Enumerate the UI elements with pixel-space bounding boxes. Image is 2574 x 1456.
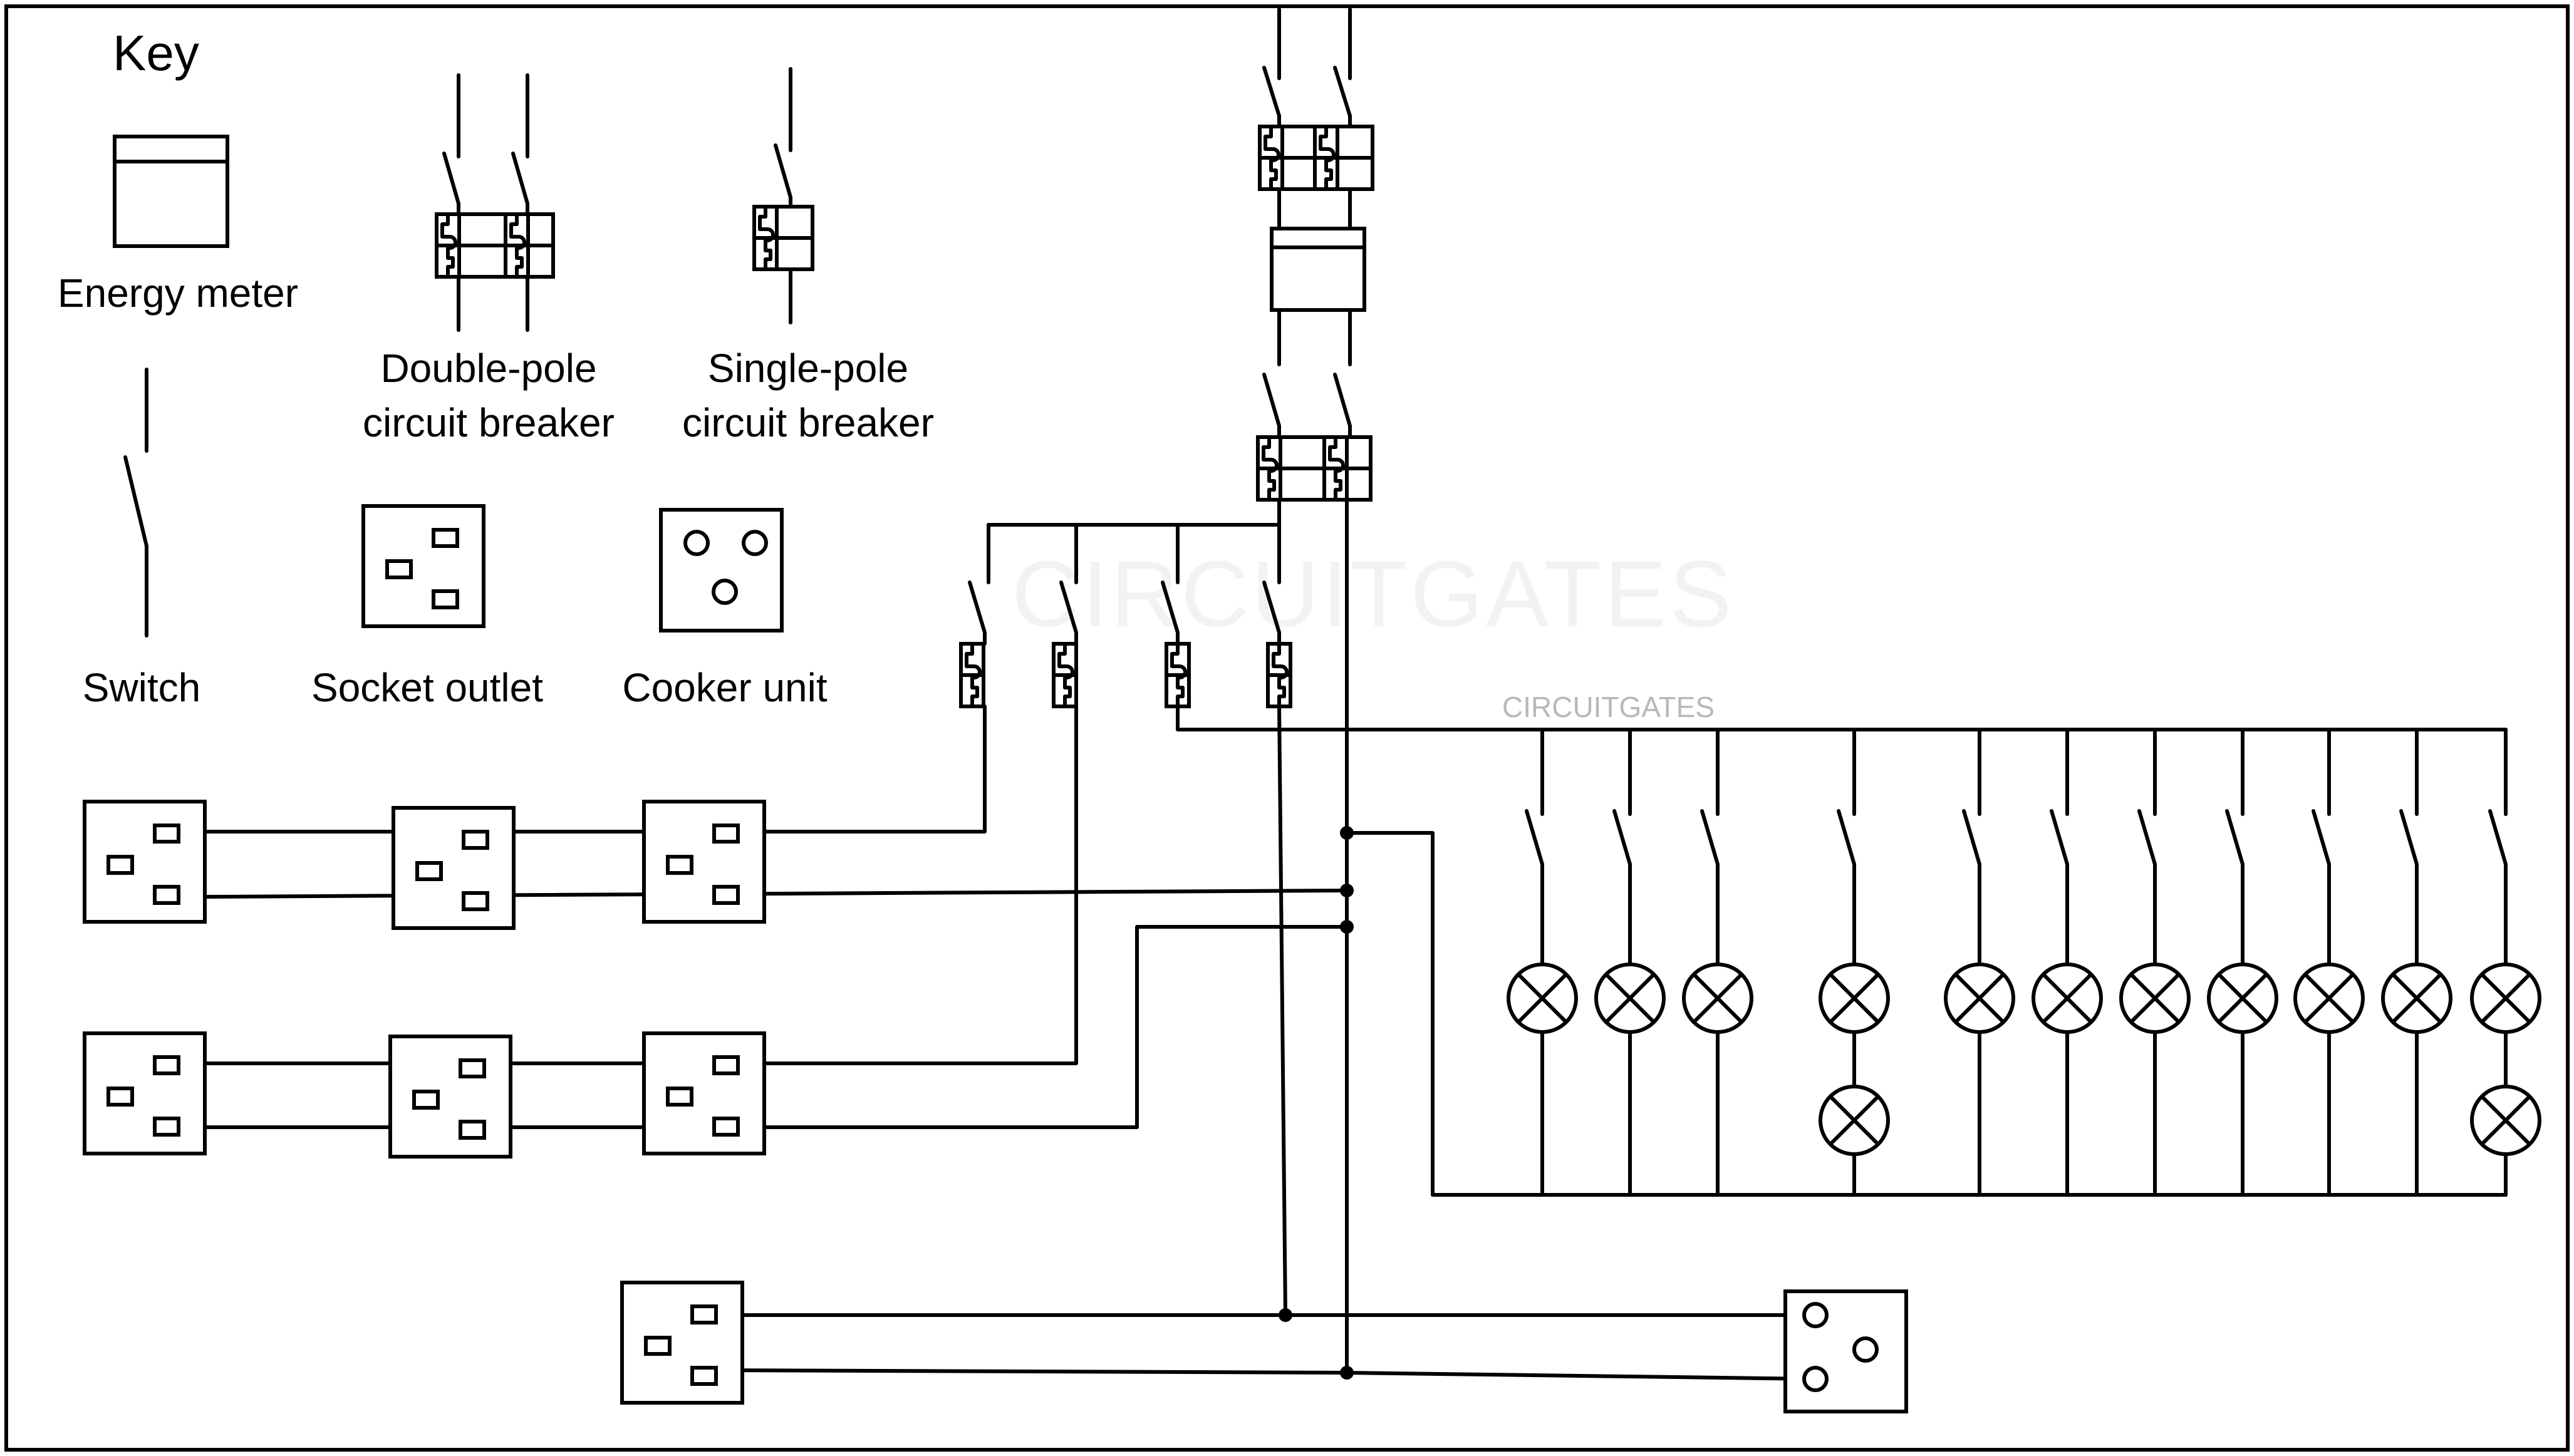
lighting-switch [1525, 809, 1544, 866]
energy-meter-symbol [113, 135, 229, 248]
lamp [2472, 964, 2540, 1032]
lighting-switch [2399, 809, 2419, 866]
lighting-switch [2225, 809, 2244, 866]
ring2-socket-2 [390, 1036, 511, 1157]
single-pole-label-line2: circuit breaker [682, 400, 934, 445]
energy-meter [1270, 227, 1366, 312]
ring1-socket-2 [393, 808, 514, 928]
lamp [2295, 964, 2363, 1032]
double-pole-breaker-symbol [435, 73, 555, 332]
ring1-socket-1 [85, 802, 205, 922]
cooker-unit-label: Cooker unit [622, 665, 828, 710]
lamp [2033, 964, 2101, 1032]
socket-outlet-symbol [363, 506, 484, 626]
lighting-switch [2137, 809, 2157, 866]
junction-dot [1340, 826, 1354, 840]
lamp [1820, 964, 1888, 1032]
junction-dot [1340, 1366, 1354, 1380]
watermark-large: CIRCUITGATES [1012, 541, 1735, 646]
switch-label: Switch [83, 665, 201, 710]
main-double-pole-breaker [1256, 435, 1373, 502]
lamp [2472, 1087, 2540, 1154]
branch-breaker-ring-1 [961, 644, 983, 706]
ring2-socket-1 [85, 1033, 205, 1154]
lamp [2209, 964, 2276, 1032]
lighting-switch [2050, 809, 2069, 866]
socket-outlet-label: Socket outlet [311, 665, 543, 710]
lighting-switch [1962, 809, 1981, 866]
lamp [1946, 964, 2013, 1032]
lamp [2121, 964, 2189, 1032]
ring1-socket-3 [644, 802, 764, 922]
junction-dot [1340, 884, 1354, 897]
lighting-switch [2488, 809, 2508, 866]
ring2-socket-3 [644, 1033, 764, 1154]
lamp [1508, 964, 1576, 1032]
lamp [1596, 964, 1664, 1032]
lighting-circuit [1431, 728, 2540, 1197]
lighting-switch [1837, 809, 1856, 866]
junction-dot [1279, 1308, 1292, 1322]
double-pole-label-line2: circuit breaker [363, 400, 615, 445]
branch-breaker-ring-2 [1054, 644, 1076, 706]
lamp [2383, 964, 2451, 1032]
double-pole-label-line1: Double-pole [380, 346, 596, 391]
cooker-unit [1783, 1289, 1908, 1413]
branch-breaker-cooker [1268, 644, 1290, 706]
lighting-switch [1612, 809, 1632, 866]
cooker-unit-symbol [659, 508, 784, 632]
lamp [1684, 964, 1751, 1032]
lighting-switch [1700, 809, 1720, 866]
key-legend: Key Energy meter Double-pole circuit bre… [58, 25, 934, 710]
single-pole-breaker-symbol [752, 67, 814, 324]
lamp [1820, 1087, 1888, 1154]
incoming-double-pole-breaker [1258, 125, 1374, 191]
single-pole-label-line1: Single-pole [708, 346, 908, 391]
watermark-small: CIRCUITGATES [1502, 691, 1715, 723]
cooker-circuit-socket [622, 1283, 742, 1403]
switch-symbol [123, 368, 148, 638]
lighting-switch [2312, 809, 2331, 866]
branch-breaker-lighting [1166, 644, 1189, 706]
energy-meter-label: Energy meter [58, 271, 298, 316]
junction-dot [1340, 920, 1354, 934]
key-title: Key [113, 25, 199, 81]
